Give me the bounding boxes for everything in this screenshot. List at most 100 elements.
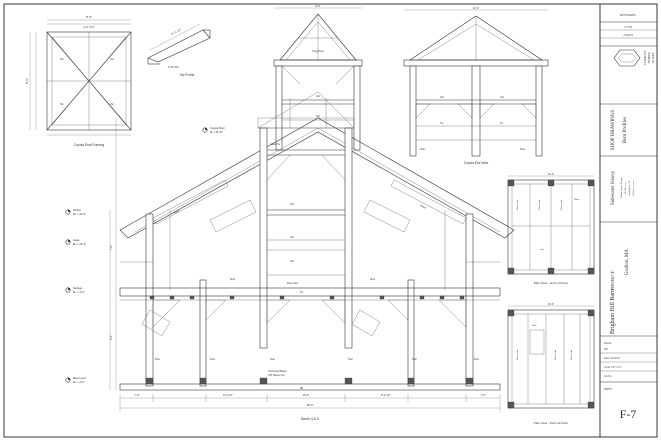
sheet-number: F-7 [620,407,637,421]
bent-elevation: Collar Tie Girt Girt Girt Floor Joist Po… [109,91,515,421]
svg-text:4'-10 3/4": 4'-10 3/4" [168,65,179,69]
cupola-roof-framing-plan: 8'-0" 4'-0" 4'-0" 8'-0" Hip Hip Hip Hip … [25,15,132,147]
designer-note-2: PO Box xxx [624,181,627,194]
bay-dim-4: 8'-2 1/2" [381,393,391,397]
bay-dim-2: 8'-2 1/2" [223,393,233,397]
svg-text:Post: Post [210,358,215,361]
elev-mark-1-value: EL = +18'-0" [73,213,86,216]
svg-text:Girt: Girt [540,248,544,251]
info-line-5: Job No. [604,375,612,378]
svg-text:Girt: Girt [290,260,294,263]
note-bevel-cut: 1/8" Bevel Cut [268,373,285,377]
cupola-end-view: King Post Girt Girt 8'-0" [273,4,363,151]
svg-text:Girt: Girt [316,95,320,98]
title-block: REVISIONS 1/7/03 2/26/04 VERMONT TIMBER … [600,13,657,421]
project-label: PROJECT: [610,270,615,290]
bay-dim-3: 16'-0" [303,393,310,397]
svg-text:Floor Joist: Floor Joist [538,200,541,210]
svg-text:Tie: Tie [500,122,504,125]
cupola-roof-framing-label: Cupola Roof Framing [74,143,105,147]
project-name: Brigham Hill Barn [610,289,616,334]
svg-text:Stair: Stair [532,324,537,327]
svg-text:Strut: Strut [370,278,375,281]
svg-text:Sill: Sill [300,387,304,390]
svg-text:7'-6": 7'-6" [110,245,113,250]
designer-note-3: Springfield, VT [628,180,631,196]
designer-name: Sidewater Heavy [611,170,616,205]
info-line-2: D.P. [604,348,609,351]
svg-text:8'-0": 8'-0" [25,78,29,84]
elev-mark-3-value: EL = +9'-0" [73,291,85,294]
plan-full-loft-floor: Floor Joist Floor Joist Floor Joist Stai… [507,303,595,425]
svg-text:Post: Post [348,358,353,361]
drawing-type: SHOP DRAWINGS [611,110,616,151]
plan-loft-label: Plan View - 2nd Loft Floor [534,281,568,285]
elev-mark-3-name: Storage [73,286,83,290]
svg-text:Girt: Girt [290,236,294,239]
svg-text:16'-0": 16'-0" [548,303,554,306]
svg-text:8'-0": 8'-0" [315,4,320,8]
svg-text:King Post: King Post [312,49,323,53]
svg-text:Floor Joist: Floor Joist [554,350,557,360]
svg-text:Floor Joist: Floor Joist [560,200,563,210]
upper-right-bent: Girt Girt Tie Tie Post Post 12'-0" Cupol… [403,6,549,165]
svg-text:Collar Tie: Collar Tie [270,143,281,146]
sheet-label: SHEET [604,388,612,391]
elev-mark-4-value: EL = +0'-0" [73,381,85,384]
svg-text:Tie: Tie [440,122,444,125]
svg-text:Plate: Plate [574,198,580,201]
svg-text:Post: Post [270,358,275,361]
svg-text:Hip: Hip [60,103,64,106]
svg-text:Girt: Girt [500,96,504,99]
overall-dim: 48'-0" [306,403,313,407]
bay-dim-1: 7'-6" [134,393,139,397]
svg-text:Floor Joist: Floor Joist [516,200,519,210]
sheet-border [3,3,658,438]
designer-note-4: (802) xxx-xxxx [632,180,635,196]
svg-text:12'-0": 12'-0" [473,6,480,10]
svg-text:Strut: Strut [230,278,235,281]
elev-mark-4-name: Main Level [73,376,86,380]
elev-mark-2-name: Gaea [73,238,80,242]
revisions-header: REVISIONS [620,13,636,17]
project-location: Grafton, MA [625,249,630,275]
hip-profile-label: Hip Profile [180,73,195,77]
svg-text:Post: Post [420,148,425,151]
svg-text:Rafter: Rafter [420,204,427,210]
svg-text:Post: Post [520,148,525,151]
svg-text:Hip: Hip [110,58,114,61]
info-line-3: Date: 02/21/03 [604,357,620,360]
svg-text:9'-0": 9'-0" [110,335,113,340]
svg-text:Post: Post [474,358,479,361]
elev-mark-1-name: Purlinn [73,208,82,212]
bents-title: Bents 4 & 5 [301,417,319,421]
plan-loft-floor: Floor Joist Floor Joist Floor Joist Girt… [507,173,595,285]
revision-date-2: 2/26/04 [623,33,633,37]
drawing-subtitle: Bent Profiles [623,117,628,143]
company-name-1: VERMONT [643,50,647,65]
svg-text:Hip: Hip [110,103,114,106]
svg-text:6'-11 1/2": 6'-11 1/2" [171,27,182,35]
bay-dim-5: 7'-6" [480,393,485,397]
svg-text:Post: Post [412,358,417,361]
svg-text:Floor Joist: Floor Joist [516,350,519,360]
svg-text:8'-0": 8'-0" [86,15,92,19]
svg-text:Girt: Girt [440,96,444,99]
elevation-markers: Purlinn EL = +18'-0" Gaea EL = +16'-0" S… [65,126,225,384]
revision-date-1: 1/7/03 [624,25,632,29]
svg-text:Floor Joist: Floor Joist [287,282,298,285]
plan-full-loft-label: Plan View - Full Loft Floor [534,421,568,425]
info-line-4: Scale: 1/8"=1'-0" [604,366,622,369]
svg-text:16'-0": 16'-0" [548,173,554,176]
company-name-2: TIMBER [647,52,651,63]
info-line-1: Drawn: [604,342,612,345]
svg-text:Post: Post [155,358,160,361]
cupola-end-view-label: Cupola End View [464,161,489,165]
cupola-floor-label: Cupola Floor [210,126,225,130]
svg-text:Hip: Hip [60,58,64,61]
designer-note-1: Timber Frame Design [620,177,623,199]
svg-text:Floor Joist: Floor Joist [570,350,573,360]
svg-text:4'-0" 4'-0": 4'-0" 4'-0" [83,25,94,29]
note-overhead-beam: Overhead Beam [268,369,287,373]
